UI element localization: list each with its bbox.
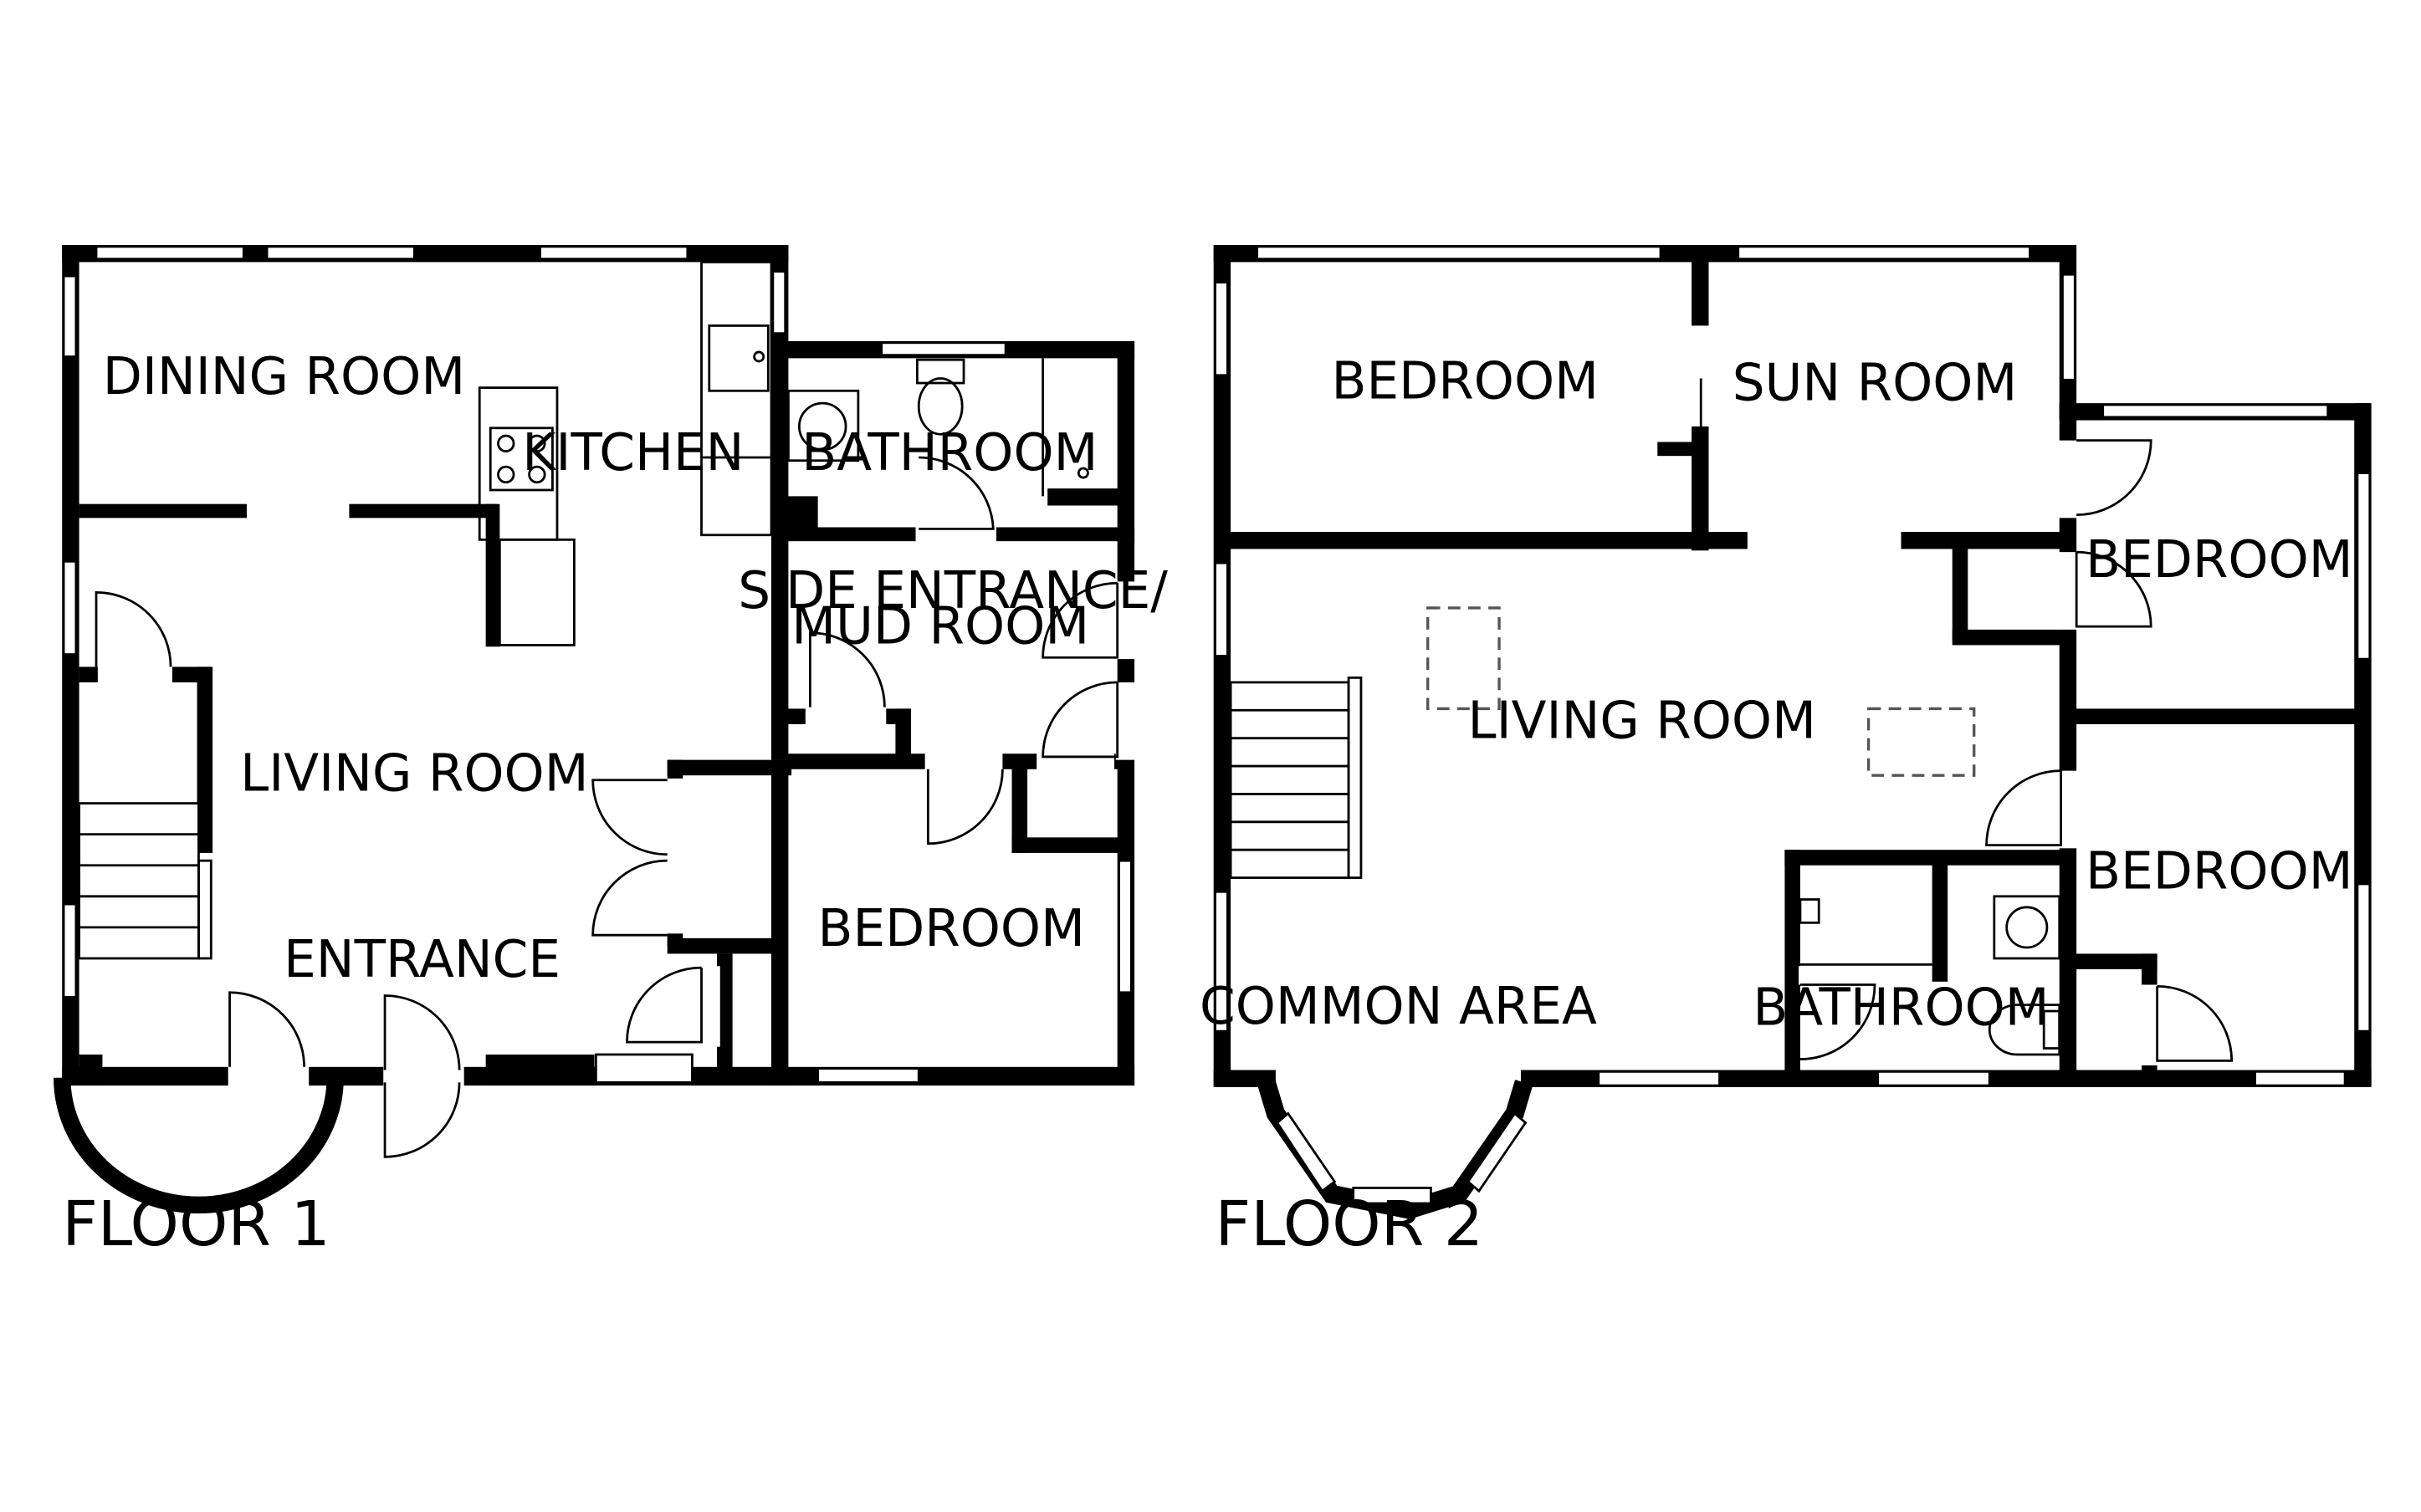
- floor-1-bay-wall: [54, 1077, 344, 1213]
- room-label-bedroom: BEDROOM: [817, 899, 1084, 958]
- floor-2-door-swings: [1699, 378, 2234, 1062]
- room-label-bedroom-east-2: BEDROOM: [2086, 842, 2352, 902]
- floor-1-door-swings: [95, 456, 1119, 1158]
- floor-2-windows: [1214, 245, 2372, 1205]
- floor-1-kitchen-fixtures: [478, 260, 773, 646]
- floor-2-stairs: [1229, 676, 1363, 879]
- room-label-dining-room: DINING ROOM: [103, 347, 465, 406]
- floor-2-skylights: [1426, 606, 1976, 777]
- room-label-living-room: LIVING ROOM: [240, 744, 588, 804]
- floor-1-bathroom-fixtures: [787, 358, 1089, 497]
- room-label-bedroom-north: BEDROOM: [1332, 352, 1599, 411]
- floor-1-stairs: [78, 802, 212, 960]
- floor-1-plan: [54, 244, 1138, 1213]
- floor-1-windows: [62, 245, 1133, 1084]
- floor-2-plan: [1213, 244, 2372, 1219]
- room-label-bathroom: BATHROOM: [801, 423, 1098, 483]
- room-label-common-area: COMMON AREA: [1200, 977, 1597, 1036]
- room-label-mud-room: MUD ROOM: [791, 597, 1089, 656]
- floor-1-room-labels: DINING ROOM KITCHEN BATHROOM SIDE ENTRAN…: [103, 347, 1168, 989]
- floor-2-room-labels: BEDROOM SUN ROOM BEDROOM LIVING ROOM BED…: [1200, 352, 2353, 1038]
- room-label-side-entrance: SIDE ENTRANCE/: [738, 561, 1168, 621]
- floor-2-bathroom-fixtures: [1799, 895, 2061, 1056]
- room-label-kitchen: KITCHEN: [522, 423, 744, 483]
- floor-1-title: FLOOR 1: [62, 1188, 330, 1260]
- room-label-entrance: ENTRANCE: [284, 930, 560, 989]
- floor-1-door-openings: [97, 525, 1138, 1087]
- floor-2-title: FLOOR 2: [1216, 1188, 1483, 1260]
- room-label-sun-room: SUN ROOM: [1733, 353, 2018, 412]
- room-label-bathroom-2: BATHROOM: [1753, 978, 2049, 1038]
- room-label-bedroom-east-1: BEDROOM: [2086, 530, 2352, 590]
- room-label-living-room-2: LIVING ROOM: [1468, 692, 1816, 751]
